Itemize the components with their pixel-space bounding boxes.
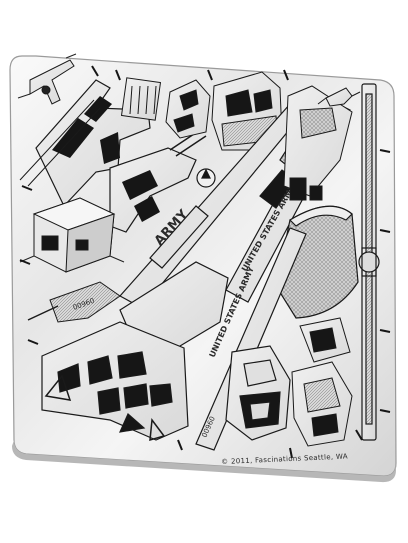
small-part-a	[120, 77, 162, 121]
small-part-b	[165, 79, 211, 139]
fuselage-side-panel	[283, 85, 353, 201]
tail-number-plate: 00960	[27, 281, 121, 323]
engine-part-right	[291, 361, 353, 447]
crate-part-left	[19, 197, 125, 273]
sprue-frame-top-left	[19, 79, 151, 208]
cockpit-part-center	[225, 345, 291, 441]
rotor-blade-rail	[358, 83, 380, 441]
sprue-tabs	[19, 65, 391, 459]
wing-panel-left	[109, 129, 207, 233]
sheet-edge-shadow	[12, 440, 396, 483]
small-cross-part	[17, 53, 77, 105]
main-fuselage-part	[41, 261, 229, 442]
small-part-c	[299, 317, 351, 363]
small-clip-part	[317, 87, 361, 107]
cabin-part-top	[211, 71, 283, 151]
